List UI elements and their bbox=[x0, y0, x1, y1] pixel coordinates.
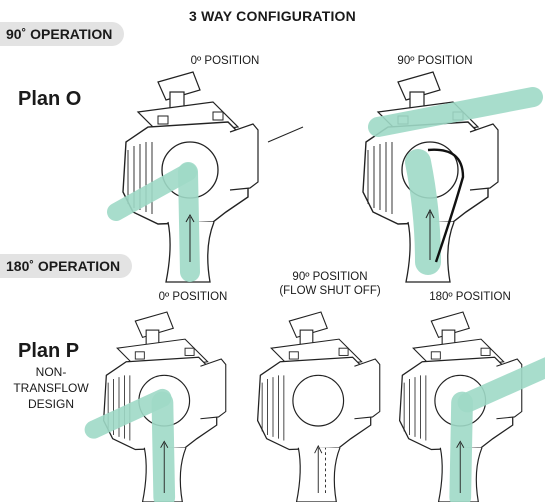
diagram-title: 3 WAY CONFIGURATION bbox=[189, 8, 356, 24]
position-label-plan-p-90: 90º POSITION (FLOW SHUT OFF) bbox=[260, 270, 400, 298]
position-label-plan-o-90: 90º POSITION bbox=[397, 55, 473, 67]
flow-path-inlet bbox=[368, 87, 543, 137]
position-label-plan-p-180: 180º POSITION bbox=[429, 291, 511, 303]
section-90-operation-label: 90˚ OPERATION bbox=[0, 22, 125, 46]
plan-o-label: Plan O bbox=[18, 88, 82, 110]
plan-p-subtitle-line-1: NON- bbox=[35, 365, 67, 379]
flow-arrow bbox=[185, 213, 195, 262]
valve-diagram-plan-p-90 bbox=[256, 311, 381, 502]
section-180-operation-label: 180˚ OPERATION bbox=[0, 254, 133, 278]
flow-arrow bbox=[456, 440, 465, 493]
flow-arrow bbox=[314, 444, 323, 493]
plan-p-label: Plan P bbox=[18, 340, 80, 362]
flow-path-inlet bbox=[457, 357, 545, 413]
valve-diagram-plan-o-90 bbox=[362, 71, 543, 283]
flow-arrow bbox=[425, 208, 435, 260]
valve-diagram-plan-p-180 bbox=[398, 311, 545, 502]
position-label-plan-p-90-line-1: 90º POSITION bbox=[292, 271, 368, 283]
flow-arrow bbox=[160, 440, 169, 493]
valve-diagram-plan-p-0 bbox=[84, 311, 227, 502]
position-label-plan-p-90-line-2: (FLOW SHUT OFF) bbox=[279, 285, 381, 297]
ball-bore-outline bbox=[427, 148, 465, 263]
flow-path-outlet bbox=[405, 149, 441, 275]
plan-p-subtitle-line-2: TRANSFLOW bbox=[13, 381, 89, 395]
flow-arrow bbox=[267, 126, 304, 143]
flow-path-inlet bbox=[107, 163, 197, 221]
flow-path-inlet bbox=[84, 388, 172, 439]
plan-p-subtitle: NON- TRANSFLOW DESIGN bbox=[6, 364, 96, 412]
position-label-plan-p-0: 0º POSITION bbox=[158, 291, 228, 303]
plan-p-subtitle-line-3: DESIGN bbox=[27, 397, 74, 411]
position-label-plan-o-0: 0º POSITION bbox=[190, 55, 260, 67]
valve-diagram-plan-o-0 bbox=[107, 71, 304, 283]
